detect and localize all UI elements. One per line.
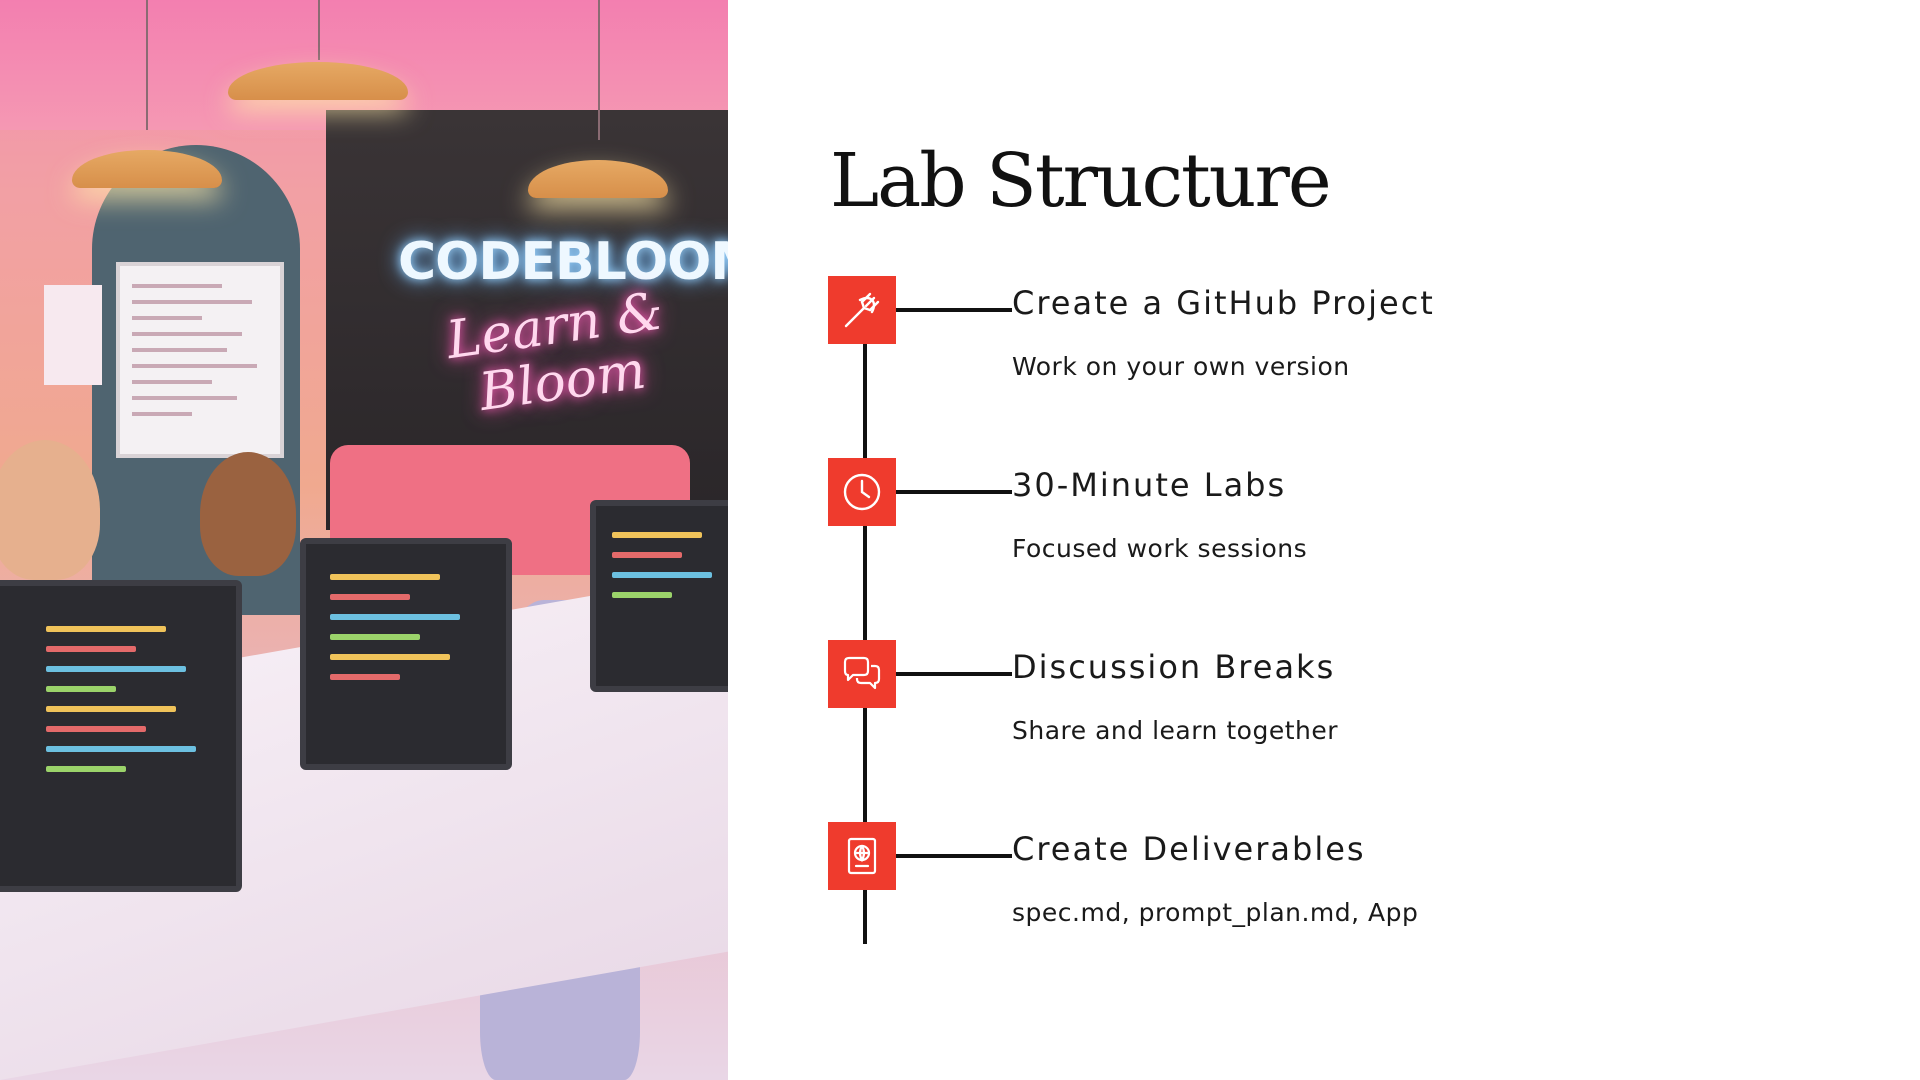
timeline-line [863,306,867,944]
hero-illustration: CODEBLOOM Learn & Bloom [0,0,728,1080]
item-description: Work on your own version [1012,352,1350,381]
monitor [300,538,512,770]
ceiling [0,0,728,130]
fork-icon [828,276,896,344]
timeline-item: 30-Minute Labs Focused work sessions [826,458,1726,608]
monitor [0,580,242,892]
clock-icon [828,458,896,526]
connector-line [896,854,1012,858]
item-label: Create Deliverables [1012,830,1366,868]
lamp-cord [318,0,320,60]
timeline-item: Discussion Breaks Share and learn togeth… [826,640,1726,790]
neon-sign-title: CODEBLOOM [398,232,728,292]
page-title: Lab Structure [830,138,1332,224]
lamp-cord [598,0,600,140]
monitor [590,500,728,692]
timeline-item: Create Deliverables spec.md, prompt_plan… [826,822,1726,972]
connector-line [896,672,1012,676]
item-label: Discussion Breaks [1012,648,1336,686]
sticky-notes [44,285,102,385]
item-label: Create a GitHub Project [1012,284,1435,322]
timeline-item: Create a GitHub Project Work on your own… [826,276,1726,426]
whiteboard [116,262,284,458]
chat-bubbles-icon [828,640,896,708]
item-description: Focused work sessions [1012,534,1308,563]
item-description: Share and learn together [1012,716,1339,745]
item-label: 30-Minute Labs [1012,466,1287,504]
person-left [0,440,100,580]
lamp-cord [146,0,148,130]
item-description: spec.md, prompt_plan.md, App [1012,898,1419,927]
connector-line [896,490,1012,494]
timeline: Create a GitHub Project Work on your own… [826,276,1726,956]
person-center [200,452,296,576]
connector-line [896,308,1012,312]
passport-icon [828,822,896,890]
